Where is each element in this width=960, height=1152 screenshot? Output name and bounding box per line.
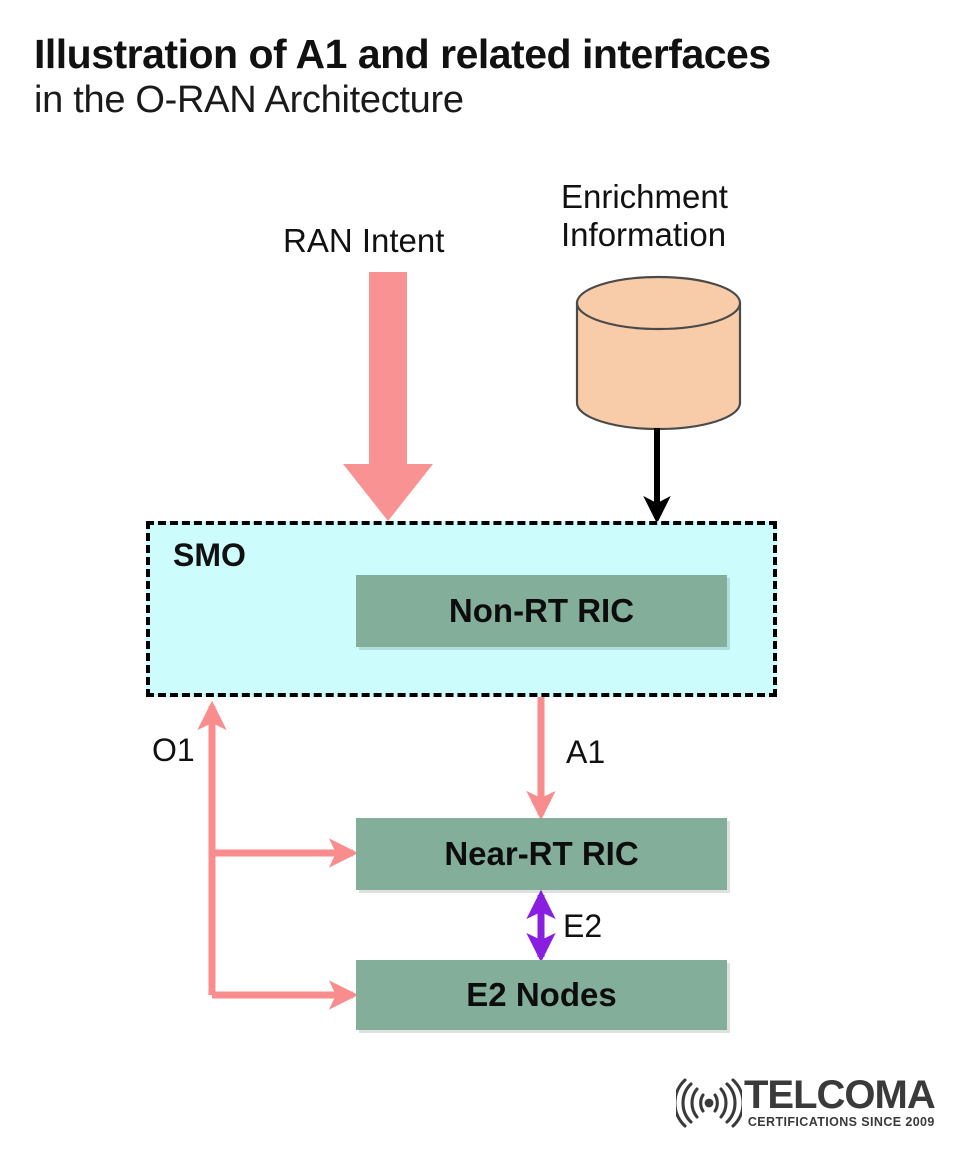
non-rt-ric-label: Non-RT RIC [448,592,635,629]
ran-intent-block-arrow [343,272,433,521]
non-rt-ric-block: Non-RT RIC [356,575,727,647]
telcoma-logo: TELCOMA CERTIFICATIONS SINCE 2009 [676,1068,944,1138]
near-rt-ric-label: Near-RT RIC [444,835,639,872]
signal-wave-icon [676,1078,742,1128]
enrichment-information-label-line1: Enrichment [561,178,728,215]
e2-nodes-label: E2 Nodes [466,976,617,1013]
brand-text-wrap: TELCOMA CERTIFICATIONS SINCE 2009 [744,1072,936,1130]
near-rt-ric-block: Near-RT RIC [356,818,727,890]
brand-name: TELCOMA [744,1072,936,1117]
title-line-primary: Illustration of A1 and related interface… [34,31,771,77]
e2-interface-label: E2 [563,908,603,944]
page-title: Illustration of A1 and related interface… [34,31,934,123]
enrichment-information-label-line2: Information [561,216,727,254]
ran-intent-label: RAN Intent [283,222,445,259]
o1-interface-label: O1 [152,732,195,768]
smo-label: SMO [173,537,246,573]
a1-interface-label: A1 [566,734,606,770]
enrichment-database-icon [575,275,742,431]
title-line-secondary: in the O-RAN Architecture [34,78,464,121]
e2-nodes-block: E2 Nodes [356,960,727,1030]
enrichment-information-label: Enrichment Information [561,178,728,255]
brand-tagline: CERTIFICATIONS SINCE 2009 [747,1115,935,1130]
